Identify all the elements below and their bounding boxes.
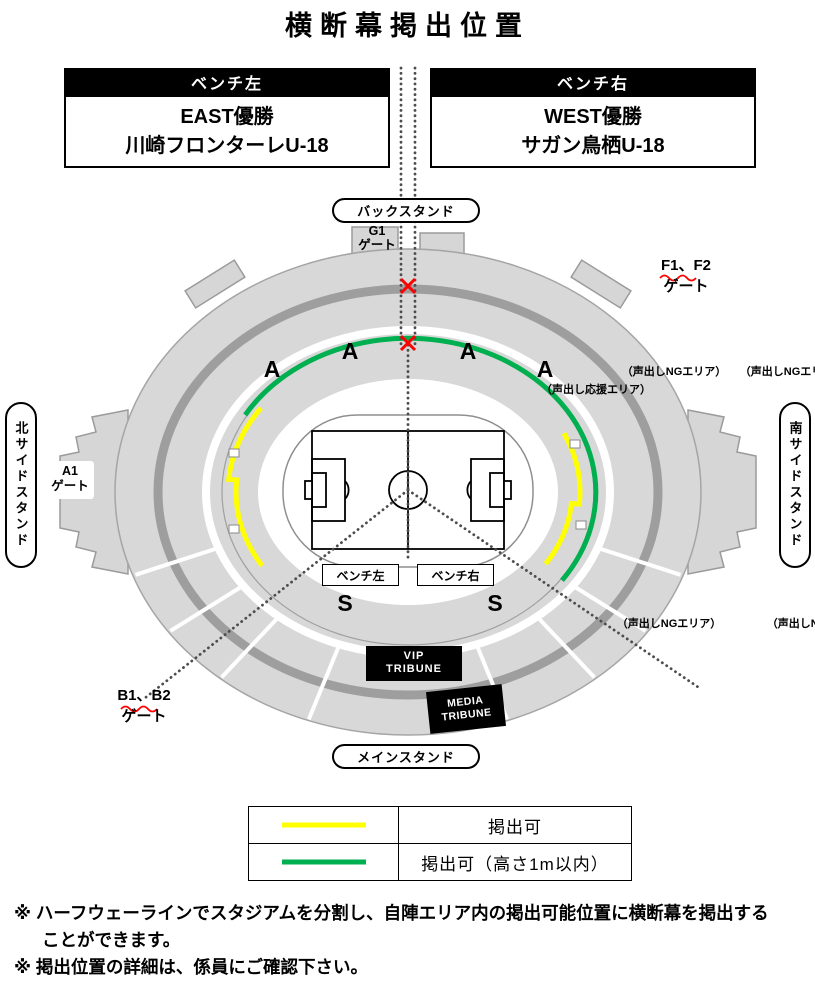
- banner-right-header: ベンチ右: [430, 68, 756, 95]
- banner-limited-arc: [243, 335, 599, 583]
- north-side-stand-label: 北サイドスタンド: [5, 402, 37, 568]
- banner-left-header: ベンチ左: [64, 68, 390, 95]
- legend-swatch-green: [249, 844, 399, 880]
- section-s-right: S （声出しNGエリア）: [487, 590, 815, 630]
- gate-g1-label: G1 ゲート: [358, 224, 396, 252]
- section-a-right: A （声出し応援エリア）: [536, 356, 815, 396]
- gate-a1-label: A1 ゲート: [51, 464, 89, 493]
- legend-row-ok: 掲出可: [249, 807, 631, 843]
- no-banner-x-marks: [399, 277, 417, 352]
- section-a-left: A （声出し応援エリア）: [263, 356, 651, 396]
- section-s-left: S （声出しNGエリア）: [337, 590, 722, 630]
- legend-row-ok-limited: 掲出可（高さ1m以内）: [249, 843, 631, 880]
- yellow-line-icon: [281, 822, 366, 828]
- a1-gate-notch: [50, 461, 94, 499]
- stadium-concourse-ring: [153, 284, 663, 700]
- legend-label-ok: 掲出可: [488, 817, 542, 837]
- section-a-mid-left: A （声出しNGエリア）: [341, 338, 727, 378]
- legend-swatch-yellow: [249, 807, 399, 843]
- banner-panel-left: ベンチ左 EAST優勝 川崎フロンターレU-18: [64, 68, 390, 168]
- bench-right-box: ベンチ右: [417, 564, 494, 586]
- banner-right-line2: サガン鳥栖U-18: [521, 134, 665, 157]
- banner-ok-arcs: [225, 406, 583, 568]
- banner-left-line2: 川崎フロンターレU-18: [125, 134, 329, 157]
- section-a-mid-right: A （声出しNGエリア）: [459, 338, 815, 378]
- south-side-stand-label: 南サイドスタンド: [779, 402, 811, 568]
- vip-tribune: VIP TRIBUNE: [366, 646, 462, 681]
- media-tribune: MEDIA TRIBUNE: [426, 684, 506, 734]
- gate-f1-f2-label: F1、F2 ゲート: [660, 257, 711, 295]
- banner-left-body: EAST優勝 川崎フロンターレU-18: [64, 95, 390, 168]
- banner-left-line1: EAST優勝: [180, 105, 274, 128]
- red-squiggle-marks: [120, 274, 697, 713]
- banner-right-line1: WEST優勝: [544, 105, 642, 128]
- green-line-icon: [281, 859, 366, 865]
- note-split-rule: ※ ハーフウェーラインでスタジアムを分割し、自陣エリア内の掲出可能位置に横断幕を…: [14, 903, 769, 950]
- legend-table: 掲出可 掲出可（高さ1m以内）: [248, 806, 632, 881]
- note-ask-staff: ※ 掲出位置の詳細は、係員にご確認下さい。: [14, 957, 369, 977]
- bench-left-box: ベンチ左: [322, 564, 399, 586]
- stand-divider-gaps: [134, 545, 682, 721]
- gate-b1-b2-label: B1、B2 ゲート: [117, 687, 171, 725]
- banner-panel-right: ベンチ右 WEST優勝 サガン鳥栖U-18: [430, 68, 756, 168]
- gate-openings: [228, 439, 587, 534]
- main-stand-label: メインスタンド: [332, 744, 480, 769]
- page-title: 横断幕掲出位置: [285, 11, 530, 41]
- banner-right-body: WEST優勝 サガン鳥栖U-18: [430, 95, 756, 168]
- back-stand-label: バックスタンド: [332, 198, 480, 223]
- legend-label-ok-limited: 掲出可（高さ1m以内）: [421, 854, 609, 874]
